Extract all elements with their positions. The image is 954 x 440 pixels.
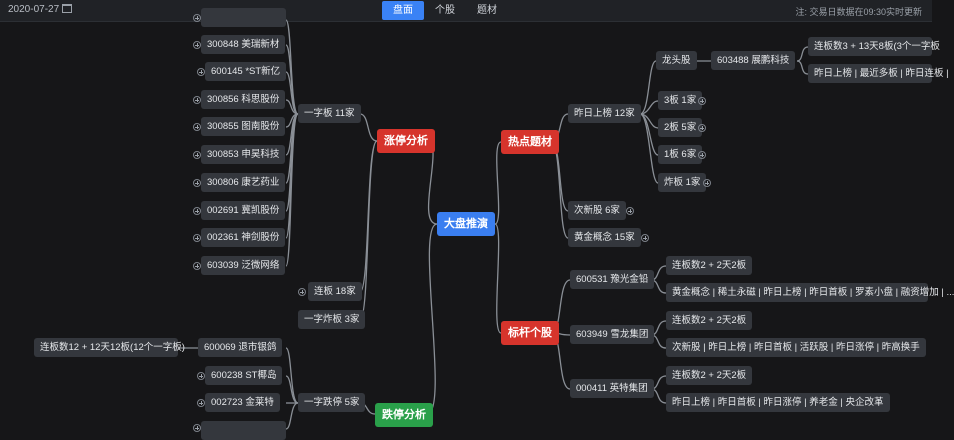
- limit-down-one-word[interactable]: 一字跌停 5家: [298, 393, 366, 412]
- limit-down-stock-partial[interactable]: [201, 421, 286, 440]
- tab-stocks[interactable]: 个股: [435, 5, 455, 16]
- hot-new-stock[interactable]: 次新股 6家: [568, 201, 626, 220]
- expand-icon[interactable]: [193, 179, 201, 187]
- expand-icon[interactable]: [193, 234, 201, 242]
- tab-themes[interactable]: 题材: [477, 5, 497, 16]
- expand-icon[interactable]: [197, 399, 205, 407]
- limit-up-stock[interactable]: 300853 申昊科技: [201, 145, 286, 164]
- expand-icon[interactable]: [193, 41, 201, 49]
- hot-blowup[interactable]: 炸板 1家: [658, 173, 707, 192]
- benchmark-stock-1-detail-1[interactable]: 连板数2 + 2天2板: [666, 256, 753, 275]
- expand-icon[interactable]: [197, 68, 205, 76]
- update-note: 注: 交易日数据在09:30实时更新: [795, 7, 922, 17]
- benchmark-stock-2-detail-2[interactable]: 次新股 | 昨日上榜 | 昨日首板 | 活跃股 | 昨日涨停 | 昨高换手: [666, 338, 926, 357]
- hot-yesterday-limit[interactable]: 昨日上榜 12家: [568, 104, 641, 123]
- hot-leader-stock[interactable]: 603488 展鹏科技: [711, 51, 796, 70]
- calendar-icon[interactable]: [62, 4, 72, 13]
- limit-down-stock-2[interactable]: 600238 ST椰岛: [205, 366, 283, 385]
- benchmark-stock-1-detail-2[interactable]: 黄金概念 | 稀土永磁 | 昨日上榜 | 昨日首板 | 罗素小盘 | 融资增加 …: [666, 283, 954, 302]
- limit-up-stock[interactable]: 300855 图南股份: [201, 117, 286, 136]
- branch-limit-down[interactable]: 跌停分析: [375, 403, 433, 427]
- expand-icon[interactable]: [193, 207, 201, 215]
- benchmark-stock-3-detail-2[interactable]: 昨日上榜 | 昨日首板 | 昨日涨停 | 养老金 | 央企改革: [666, 393, 890, 412]
- expand-icon[interactable]: [193, 424, 201, 432]
- date-display[interactable]: 2020-07-27: [8, 4, 60, 15]
- limit-up-stock[interactable]: 300806 康艺药业: [201, 173, 286, 192]
- hot-leader-detail-1[interactable]: 连板数3 + 13天8板(3个一字板: [808, 37, 940, 56]
- benchmark-stock-3[interactable]: 000411 英特集团: [570, 379, 654, 398]
- limit-up-stock[interactable]: 603039 泛微网络: [201, 256, 286, 275]
- expand-icon[interactable]: [698, 97, 706, 105]
- limit-down-stock-3[interactable]: 002723 金莱特: [205, 393, 280, 412]
- expand-icon[interactable]: [698, 151, 706, 159]
- hot-gold[interactable]: 黄金概念 15家: [568, 228, 641, 247]
- limit-down-stock-1-detail[interactable]: 连板数12 + 12天12板(12个一字板): [34, 338, 185, 357]
- limit-up-stock[interactable]: 002361 神剑股份: [201, 228, 286, 247]
- limit-down-stock-1[interactable]: 600069 退市银鸽: [198, 338, 283, 357]
- limit-up-stock[interactable]: 300848 美瑞新材: [201, 35, 286, 54]
- expand-icon[interactable]: [193, 151, 201, 159]
- branch-benchmark[interactable]: 标杆个股: [501, 321, 559, 345]
- tab-market[interactable]: 盘面: [382, 1, 424, 20]
- hot-board3[interactable]: 3板 1家: [658, 91, 703, 110]
- hot-leader[interactable]: 龙头股: [656, 51, 697, 70]
- limit-up-stock[interactable]: 300856 科思股份: [201, 90, 286, 109]
- limit-up-continuous[interactable]: 连板 18家: [308, 282, 362, 301]
- benchmark-stock-1[interactable]: 600531 豫光金铅: [570, 270, 655, 289]
- expand-icon[interactable]: [298, 288, 306, 296]
- benchmark-stock-2[interactable]: 603949 雪龙集团: [570, 325, 655, 344]
- hot-board2[interactable]: 2板 5家: [658, 118, 703, 137]
- limit-up-stock[interactable]: 600145 *ST新亿: [205, 62, 287, 81]
- expand-icon[interactable]: [703, 179, 711, 187]
- expand-icon[interactable]: [197, 372, 205, 380]
- limit-up-one-word[interactable]: 一字板 11家: [298, 104, 361, 123]
- expand-icon[interactable]: [193, 123, 201, 131]
- branch-limit-up[interactable]: 涨停分析: [377, 129, 435, 153]
- hot-board1[interactable]: 1板 6家: [658, 145, 703, 164]
- expand-icon[interactable]: [193, 96, 201, 104]
- expand-icon[interactable]: [626, 207, 634, 215]
- hot-leader-detail-2[interactable]: 昨日上榜 | 最近多板 | 昨日连板 |: [808, 64, 949, 83]
- expand-icon[interactable]: [641, 234, 649, 242]
- expand-icon[interactable]: [698, 124, 706, 132]
- expand-icon[interactable]: [193, 14, 201, 22]
- limit-up-stock[interactable]: 002691 冀凯股份: [201, 201, 286, 220]
- center-node[interactable]: 大盘推演: [437, 212, 495, 236]
- branch-hot-themes[interactable]: 热点题材: [501, 130, 559, 154]
- limit-up-stock-partial[interactable]: [201, 8, 286, 27]
- limit-up-one-word-blow[interactable]: 一字炸板 3家: [298, 310, 366, 329]
- benchmark-stock-3-detail-1[interactable]: 连板数2 + 2天2板: [666, 366, 753, 385]
- benchmark-stock-2-detail-1[interactable]: 连板数2 + 2天2板: [666, 311, 753, 330]
- expand-icon[interactable]: [193, 262, 201, 270]
- view-tabs: 盘面 个股 题材: [382, 1, 508, 20]
